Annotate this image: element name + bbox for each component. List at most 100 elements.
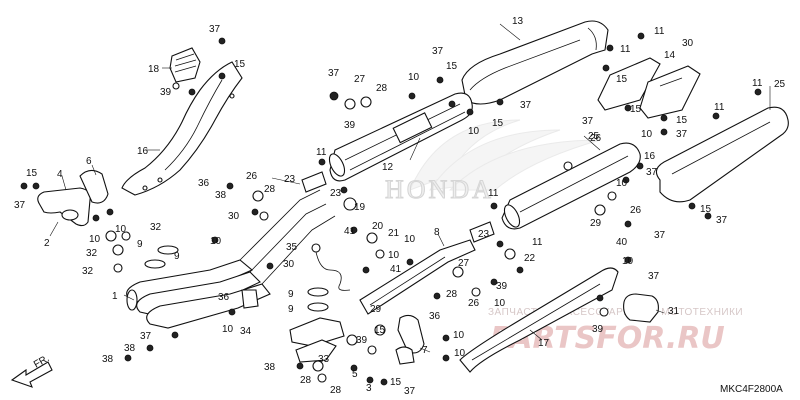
callout-label: 40 [616, 237, 628, 248]
callout-label: 9 [137, 239, 143, 250]
callout-label: 37 [140, 331, 152, 342]
callout-label: 32 [150, 222, 162, 233]
callout-label: 39 [160, 87, 172, 98]
callout-label: 15 [700, 204, 712, 215]
part-29-plate [639, 65, 701, 119]
callout-label: 2 [44, 238, 50, 249]
callout-label: 30 [228, 211, 240, 222]
shop-watermark-text: ЗАПЧАСТИ И АКСЕССУАРЫ ДЛЯ МОТОТЕХНИКИ [488, 307, 743, 318]
diagram-code: MKC4F2800A [720, 384, 783, 395]
callout-label: 29 [590, 218, 602, 229]
callout-label: 22 [524, 253, 536, 264]
callout-label: 12 [382, 162, 394, 173]
callout-label: 19 [354, 202, 366, 213]
callout-label: 32 [82, 266, 94, 277]
part-18-heat-guard [169, 47, 201, 83]
callout-label: 26 [468, 298, 480, 309]
callout-label: 6 [86, 156, 92, 167]
callout-label: 15 [390, 377, 402, 388]
callout-label: 23 [330, 188, 342, 199]
callout-label: 30 [682, 38, 694, 49]
callout-label: 36 [218, 292, 230, 303]
callout-label: 27 [458, 258, 470, 269]
callout-label: 10 [388, 250, 400, 261]
callout-label: 9 [288, 289, 294, 300]
callout-label: 1 [112, 291, 118, 302]
callout-label: 28 [376, 83, 388, 94]
callout-label: 25 [774, 79, 786, 90]
callout-label: 11 [488, 188, 499, 199]
callout-label: 35 [286, 242, 298, 253]
callout-label: 39 [356, 335, 368, 346]
callout-label: 28 [264, 184, 276, 195]
part-8-mid-pipe [359, 239, 476, 315]
callout-label: 13 [512, 16, 524, 27]
callout-label: 14 [664, 50, 676, 61]
callout-label: 26 [590, 133, 602, 144]
callout-label: 32 [86, 248, 98, 259]
callout-label: 10 [468, 126, 480, 137]
callout-label: 28 [446, 289, 458, 300]
callout-label: 20 [372, 221, 384, 232]
callout-label: 37 [716, 215, 728, 226]
callout-label: 4 [57, 169, 63, 180]
callout-label: 38 [102, 354, 114, 365]
callout-label: 39 [592, 324, 604, 335]
part-2-4-6-manifold-pipes [37, 169, 109, 227]
callout-label: 10 [115, 224, 127, 235]
part-13-upper-muffler-cover [461, 20, 609, 105]
callout-label: 36 [198, 178, 210, 189]
callout-label: 3 [366, 383, 372, 394]
part-31-small-guard [623, 293, 659, 323]
callout-label: 10 [408, 72, 420, 83]
callout-label: 23 [478, 229, 490, 240]
honda-wing-watermark [409, 119, 601, 191]
callout-label: 37 [209, 24, 221, 35]
callout-label: 29 [370, 304, 382, 315]
callout-label: 15 [492, 118, 504, 129]
callout-label: 31 [668, 306, 680, 317]
callout-label: 21 [388, 228, 400, 239]
part-17-lower-heat-shield [459, 267, 619, 373]
callout-label: 37 [14, 200, 26, 211]
callout-label: 41 [390, 264, 402, 275]
callout-label: 27 [354, 74, 366, 85]
callout-label: 15 [630, 104, 642, 115]
callout-label: 18 [148, 64, 160, 75]
callout-label: 11 [316, 147, 327, 158]
callout-label: 37 [654, 230, 666, 241]
callout-label: 38 [264, 362, 276, 373]
callout-label: 11 [752, 78, 763, 89]
callout-label: 10 [641, 129, 653, 140]
callout-label: 16 [137, 146, 149, 157]
callout-label: 10 [210, 236, 222, 247]
callout-label: 25 [588, 131, 600, 142]
part-33-bracket [241, 289, 259, 309]
fastener-icons [20, 32, 762, 386]
callout-label: 37 [520, 100, 532, 111]
callout-label: 26 [630, 205, 642, 216]
callout-label: 37 [404, 386, 416, 397]
part-1-front-manifold [126, 189, 336, 329]
honda-brand-watermark: HONDA [385, 175, 494, 204]
callout-label: 37 [582, 116, 594, 127]
part-14-side-panel [597, 57, 661, 111]
callout-label: 10 [454, 348, 466, 359]
callout-label: 37 [328, 68, 340, 79]
callout-label: 26 [246, 171, 258, 182]
callout-label: 39 [344, 120, 356, 131]
callout-label: 38 [215, 190, 227, 201]
front-direction-arrow-icon [10, 361, 53, 388]
part-drawings [10, 20, 789, 388]
callout-label: 33 [318, 354, 330, 365]
callout-label: 10 [494, 298, 506, 309]
callout-label: 15 [374, 325, 386, 336]
part-callouts: 37 18 15 39 16 15 4 6 37 2 10 10 32 9 32… [14, 16, 786, 397]
part-23-joint-pipes [301, 171, 495, 243]
callout-label: 15 [616, 74, 628, 85]
leader-lines [49, 23, 771, 353]
callout-label: 15 [234, 59, 246, 70]
callout-label: 37 [676, 129, 688, 140]
part-5-7-joint-pipes [289, 314, 425, 365]
